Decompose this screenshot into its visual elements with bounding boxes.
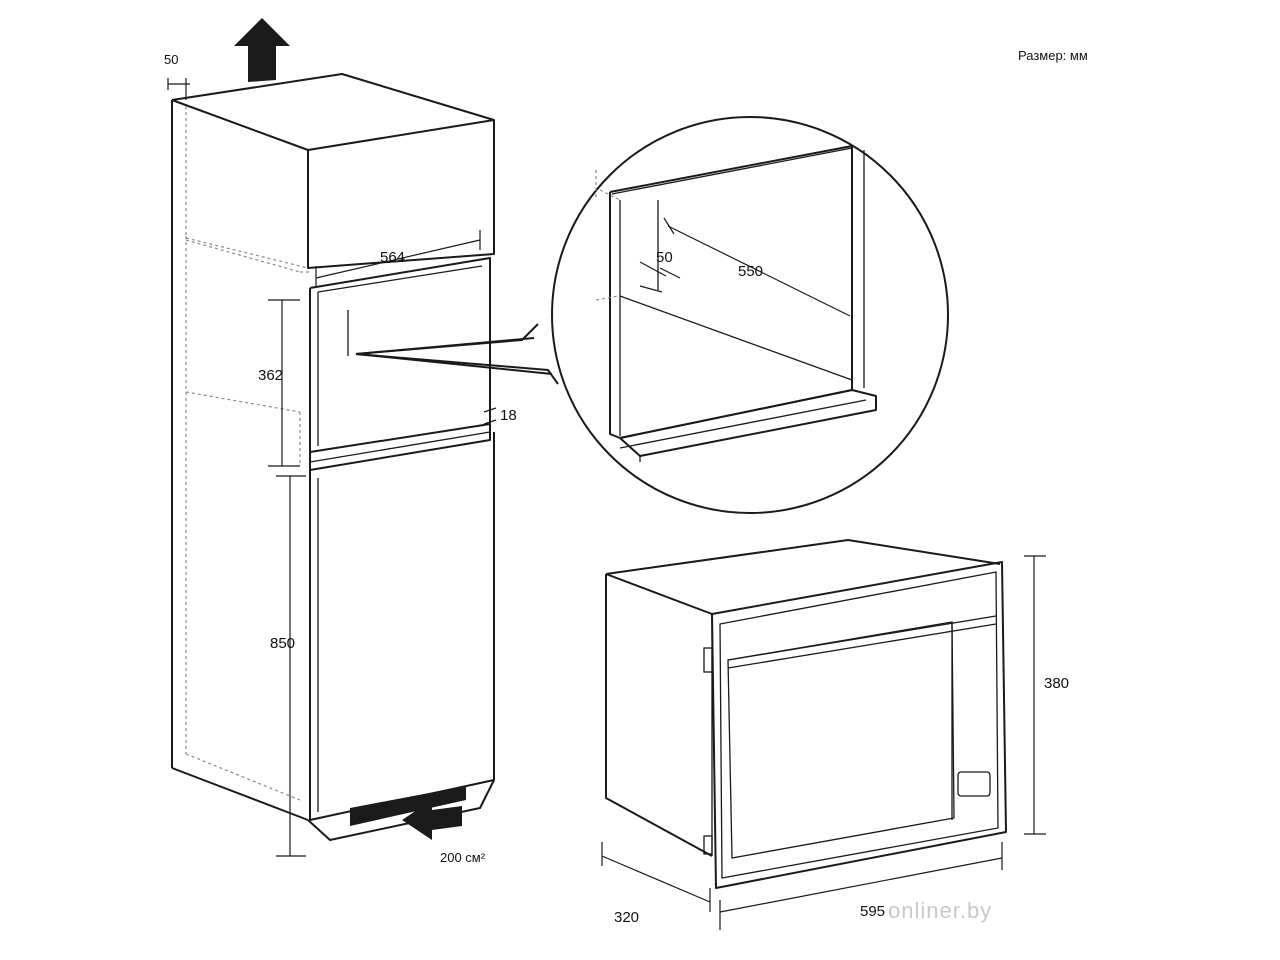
- niche-width-label: 564: [380, 249, 405, 266]
- air-intake-arrow-icon: [402, 800, 462, 840]
- dimension-top-gap: 50: [164, 52, 190, 100]
- dimension-base-height: 850: [270, 475, 306, 857]
- detail-gap-label: 50: [656, 249, 673, 266]
- dimension-niche-width: 564: [315, 230, 481, 286]
- units-note: Размер: мм: [1018, 48, 1088, 63]
- appliance-height-label: 380: [1044, 675, 1069, 692]
- appliance-depth-label: 320: [614, 909, 639, 926]
- detail-callout: [355, 116, 949, 514]
- dimension-shelf-thickness: 18: [483, 407, 517, 425]
- vent-area-label: 200 см²: [440, 850, 486, 865]
- cabinet-drawing: [171, 73, 495, 841]
- base-height-label: 850: [270, 635, 295, 652]
- niche-height-label: 362: [258, 367, 283, 384]
- dimension-appliance-height: 380: [1024, 555, 1069, 835]
- watermark: onliner.by: [888, 898, 992, 923]
- dimension-appliance-depth: 320: [601, 842, 711, 926]
- dimension-niche-height: 362: [258, 299, 300, 467]
- appliance-width-label: 595: [860, 903, 885, 920]
- dimension-detail-gap: 50: [639, 249, 681, 279]
- shelf-thickness-label: 18: [500, 407, 517, 424]
- detail-depth-label: 550: [738, 263, 763, 280]
- air-outflow-arrow-icon: [234, 18, 290, 82]
- dimension-detail-depth: 550: [663, 217, 851, 317]
- top-gap-label: 50: [164, 52, 178, 67]
- dimension-appliance-width: 595: [719, 842, 1003, 930]
- appliance-drawing: [605, 539, 1007, 889]
